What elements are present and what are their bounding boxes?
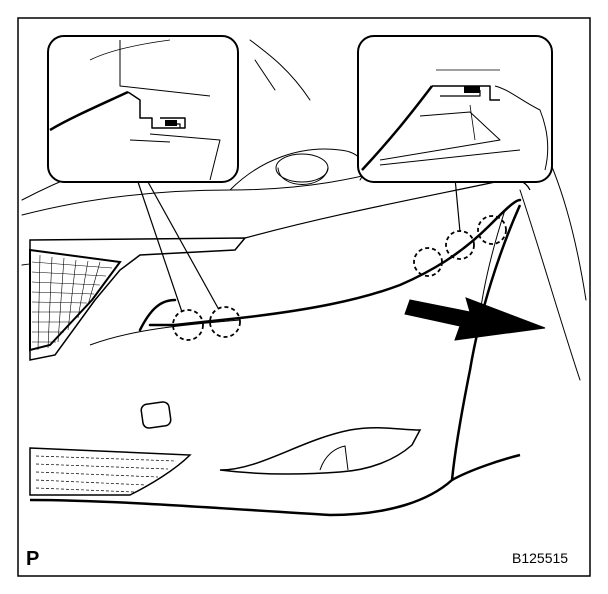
- tow-hook-cover: [140, 401, 172, 429]
- clip-detail-right: [357, 35, 553, 183]
- bumper-front-face: [89, 319, 241, 346]
- callout-leaders: [137, 177, 461, 313]
- outer-frame: [17, 17, 591, 577]
- page-marker: P: [26, 548, 40, 570]
- clip-detail-left: [47, 35, 239, 183]
- fog-lamp-recess: [219, 427, 422, 475]
- figure-code: B125515: [512, 550, 569, 566]
- front-grille: [29, 237, 247, 361]
- bumper-side-edge: [450, 204, 522, 481]
- pull-direction-icon: [404, 297, 546, 341]
- bumper-lower-edge: [29, 453, 521, 517]
- clip-markers-right: [413, 215, 507, 277]
- bumper-upper-edge: [138, 198, 522, 332]
- lower-grille: [29, 447, 192, 496]
- clip-markers-left: [172, 306, 241, 341]
- fog-lamp-inner: [319, 445, 349, 471]
- grille-mesh: [31, 254, 113, 351]
